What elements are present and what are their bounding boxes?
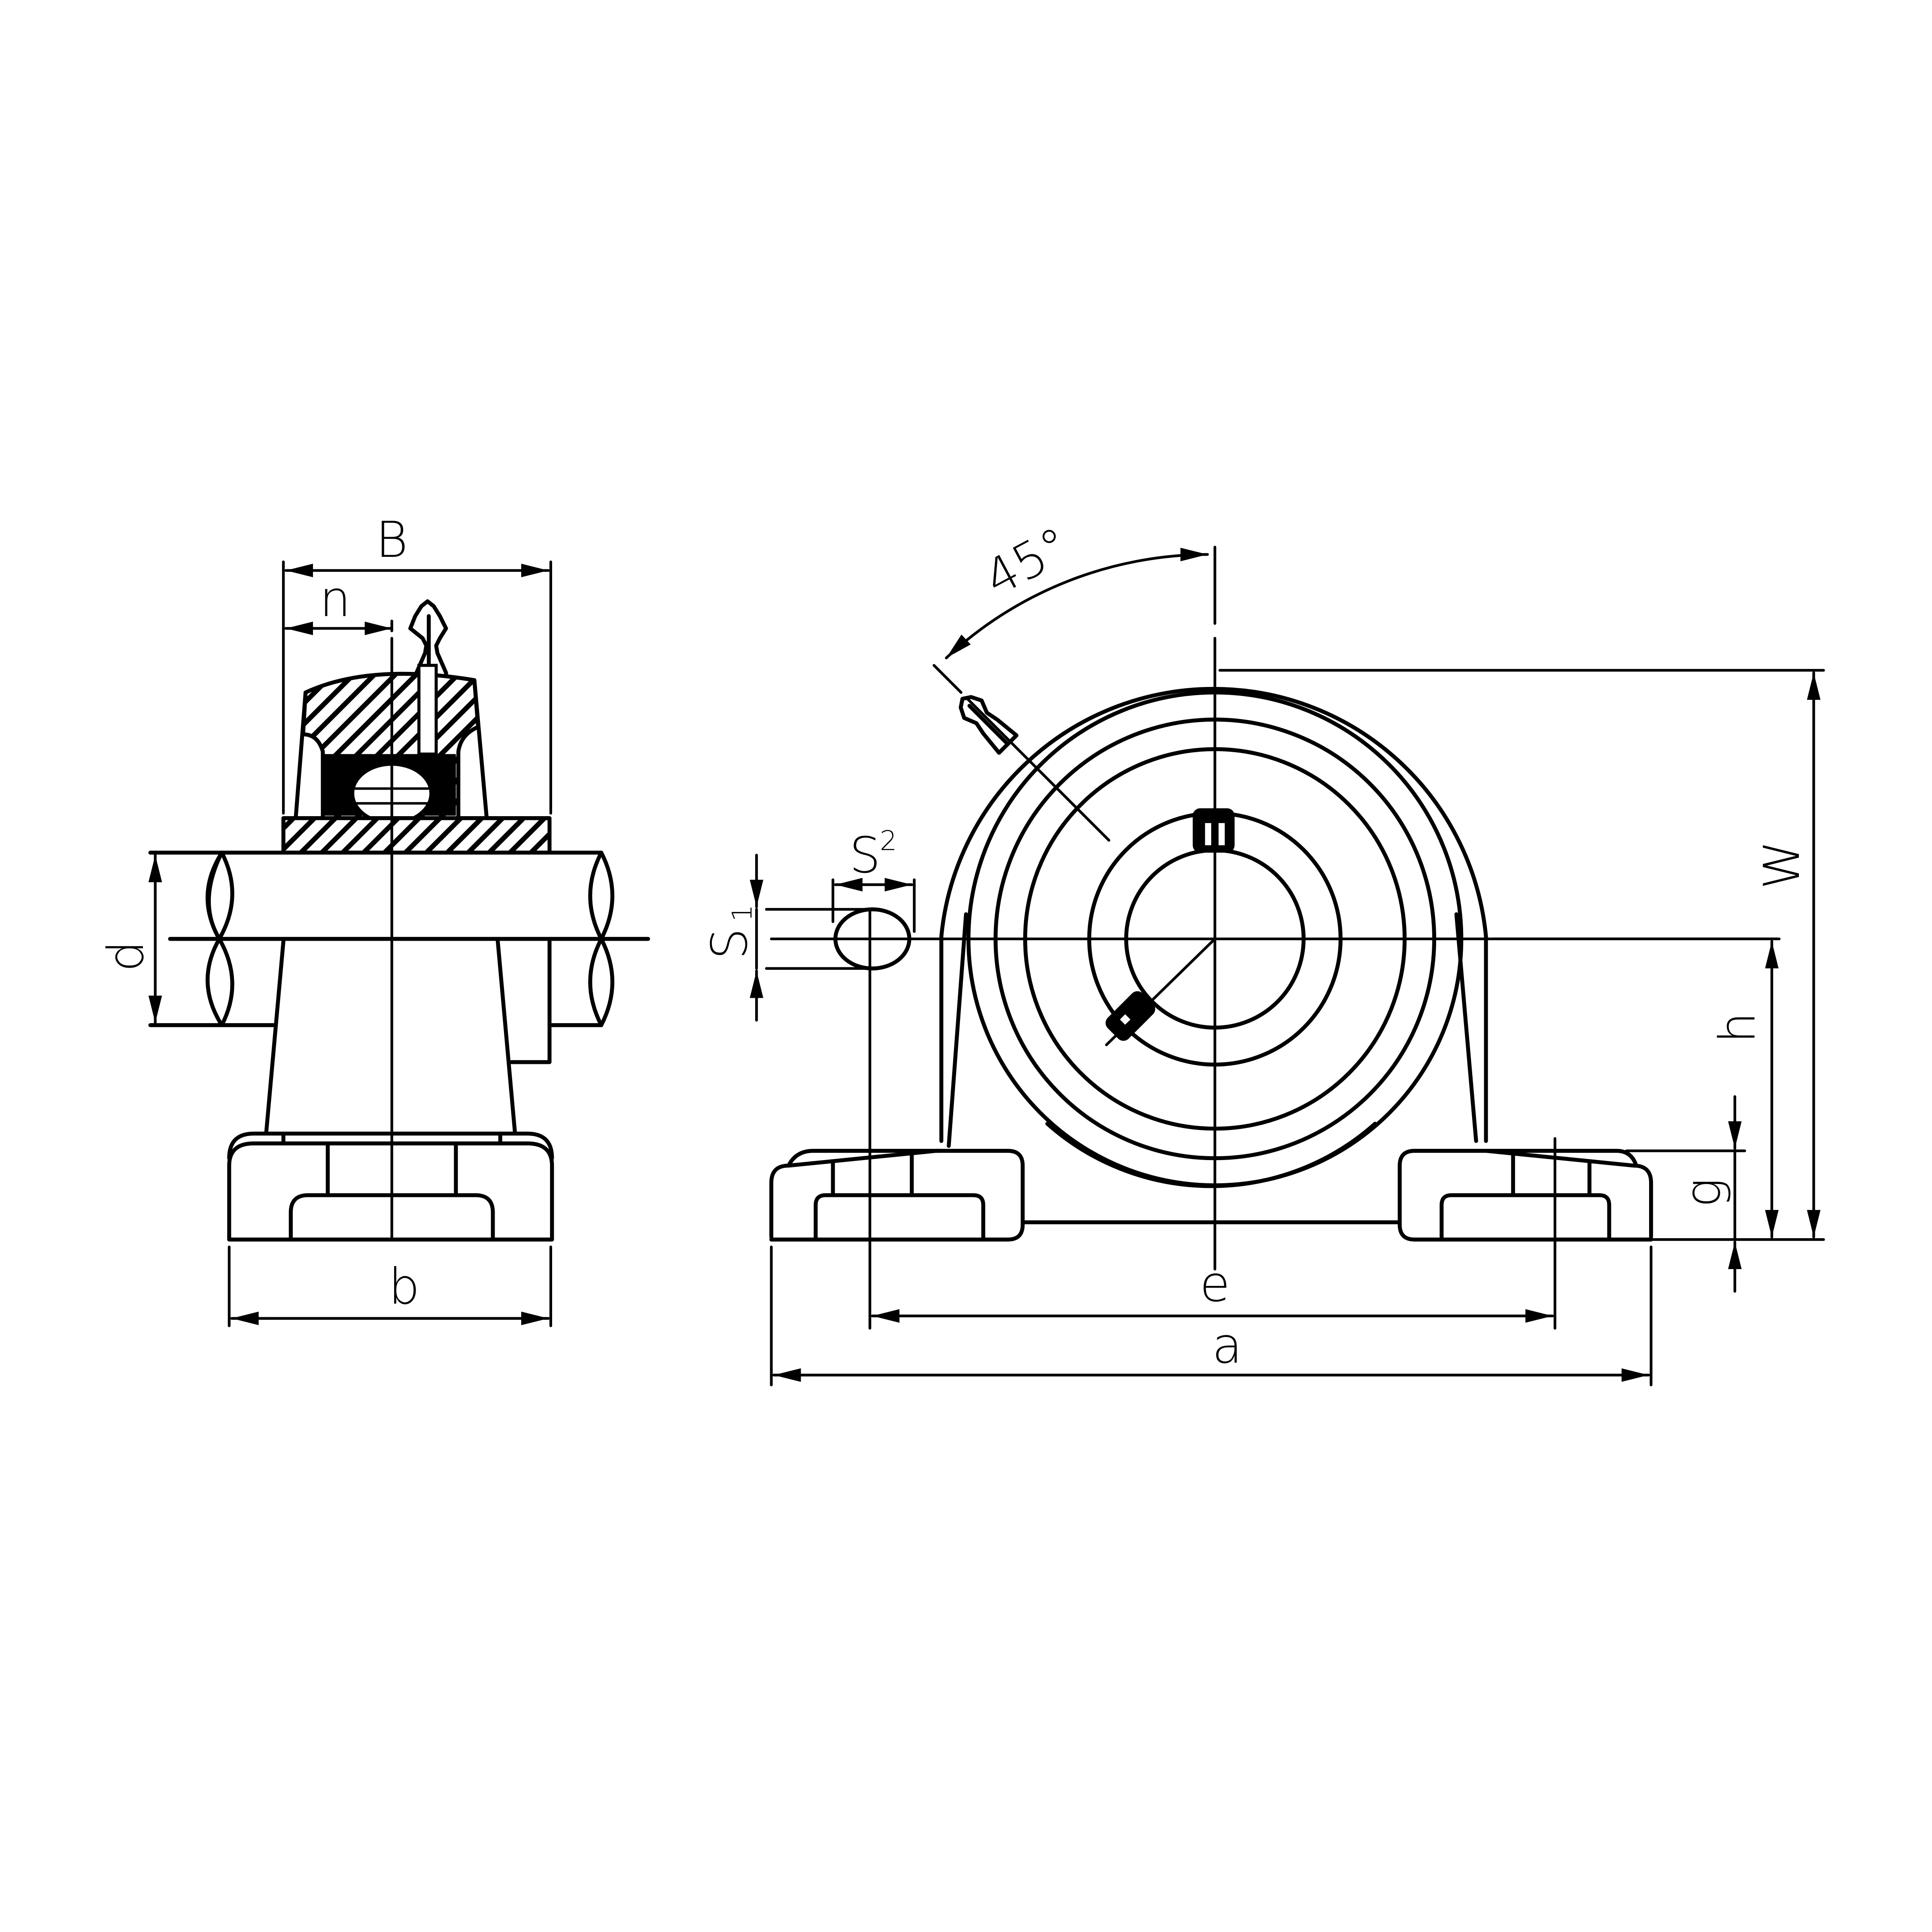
dimension-h: h (1492, 937, 1781, 1239)
dimension-b: b (228, 1245, 553, 1327)
dimension-angle-45: 45° (933, 516, 1209, 694)
dimension-e: e (871, 1256, 1554, 1323)
foot-right (1397, 1148, 1653, 1242)
label-angle: 45° (975, 516, 1079, 608)
dimension-W: W (1218, 669, 1825, 1241)
label-h: h (1709, 1012, 1767, 1043)
label-a: a (1212, 1317, 1242, 1375)
label-S1: S (701, 928, 759, 960)
dimension-d: d (97, 854, 162, 1024)
label-d: d (97, 941, 155, 972)
label-n: n (319, 571, 351, 628)
bolt-slot (765, 878, 916, 971)
label-S2: S (849, 827, 881, 884)
dimension-a: a (770, 1245, 1653, 1386)
label-g: g (1674, 1178, 1732, 1208)
side-section-view: B n (97, 511, 650, 1327)
housing-outline (939, 687, 1488, 1143)
dimension-B: B (282, 511, 553, 815)
foot-left (769, 1148, 1025, 1242)
label-S1-subscript: 1 (726, 905, 758, 922)
label-W: W (1753, 841, 1811, 890)
grease-nipple-front-icon (959, 695, 1019, 755)
dimension-S2: S 2 (834, 825, 913, 892)
label-B: B (376, 511, 408, 569)
label-b: b (389, 1258, 420, 1315)
front-view: 45° (701, 516, 1825, 1386)
dimension-n: n (284, 571, 393, 635)
inner-ring-section (281, 816, 552, 855)
dimension-g: g (1625, 1095, 1746, 1293)
dimension-S1: S 1 (701, 854, 763, 1022)
label-S2-superscript: 2 (880, 825, 897, 857)
label-e: e (1200, 1256, 1230, 1313)
